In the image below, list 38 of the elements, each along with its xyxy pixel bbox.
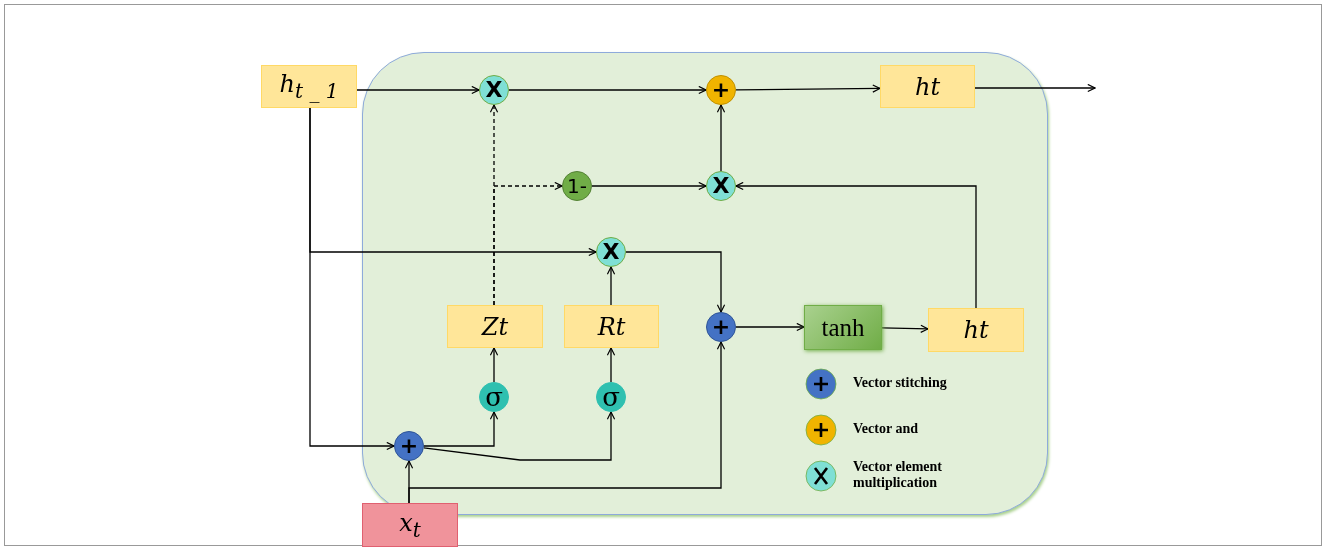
arrow <box>606 347 616 383</box>
arrow <box>735 322 805 332</box>
activation-box: tanh <box>804 305 882 350</box>
operator-circle: σ <box>479 382 509 412</box>
operator-circle: + <box>706 312 736 342</box>
operator-circle: X <box>596 237 626 267</box>
arrow <box>735 84 881 93</box>
arrow <box>735 181 977 309</box>
variable-box: Rt <box>564 305 659 348</box>
operator-circle: X <box>706 171 736 201</box>
arrow <box>625 251 726 313</box>
arrow <box>356 85 480 95</box>
legend-label: Vector element multiplication <box>853 459 944 492</box>
operator-circle: 1- <box>562 171 592 201</box>
arrow <box>606 266 616 306</box>
arrow <box>591 181 707 191</box>
variable-box: ht <box>928 308 1024 352</box>
arrow <box>408 341 726 504</box>
legend-label: Vector and <box>853 421 919 438</box>
legend-label: Vector stitching <box>853 375 948 392</box>
operator-circle: + <box>706 75 736 105</box>
cell-container <box>362 52 1048 515</box>
arrow <box>493 181 563 306</box>
variable-box: x$_{t}$ <box>362 503 458 547</box>
operator-circle: + <box>394 431 424 461</box>
operator-circle: σ <box>596 382 626 412</box>
variable-box: h$_{t _ 1}$ <box>261 65 357 108</box>
arrow <box>508 85 707 95</box>
arrow <box>881 324 929 333</box>
variable-box: ht <box>880 65 975 108</box>
arrow <box>716 104 726 172</box>
arrow <box>974 83 1096 93</box>
arrow <box>309 107 395 451</box>
operator-circle: X <box>479 75 509 105</box>
arrow <box>489 347 499 383</box>
arrow <box>423 411 616 461</box>
arrow <box>423 411 499 447</box>
variable-box: Zt <box>447 305 543 348</box>
